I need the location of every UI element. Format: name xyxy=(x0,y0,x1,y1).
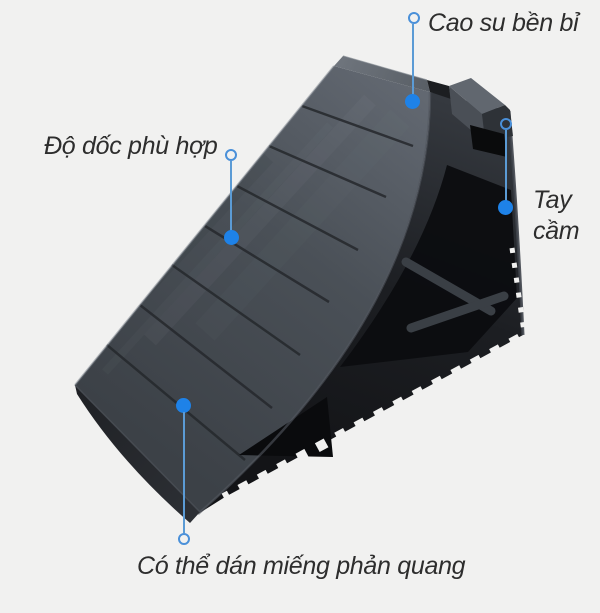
side-recess xyxy=(340,165,517,367)
callout-rubber-line xyxy=(412,24,414,101)
callout-reflective-ring xyxy=(178,533,190,545)
callout-rubber-dot xyxy=(405,94,420,109)
tip-edge-face xyxy=(75,385,200,523)
callout-handle-dot xyxy=(498,200,513,215)
callout-reflective-line xyxy=(183,412,185,533)
callout-rubber-label: Cao su bền bỉ xyxy=(428,9,579,37)
callout-slope-line xyxy=(230,161,232,237)
callout-slope-label: Độ dốc phù hợp xyxy=(44,132,218,160)
side-face xyxy=(197,91,525,515)
side-braces xyxy=(401,257,509,333)
grip-hole xyxy=(470,125,507,157)
callout-handle-label: Tay cầm xyxy=(533,186,580,245)
callout-reflective-dot xyxy=(176,398,191,413)
callout-slope-ring xyxy=(225,149,237,161)
serrated-base xyxy=(221,247,527,503)
callout-handle-ring xyxy=(500,118,512,130)
handle-notch xyxy=(427,80,451,99)
callout-reflective-label: Có thể dán miếng phản quang xyxy=(137,552,466,580)
callout-rubber-ring xyxy=(408,12,420,24)
top-face xyxy=(334,56,430,92)
callout-handle-line xyxy=(505,130,507,207)
callout-slope-dot xyxy=(224,230,239,245)
